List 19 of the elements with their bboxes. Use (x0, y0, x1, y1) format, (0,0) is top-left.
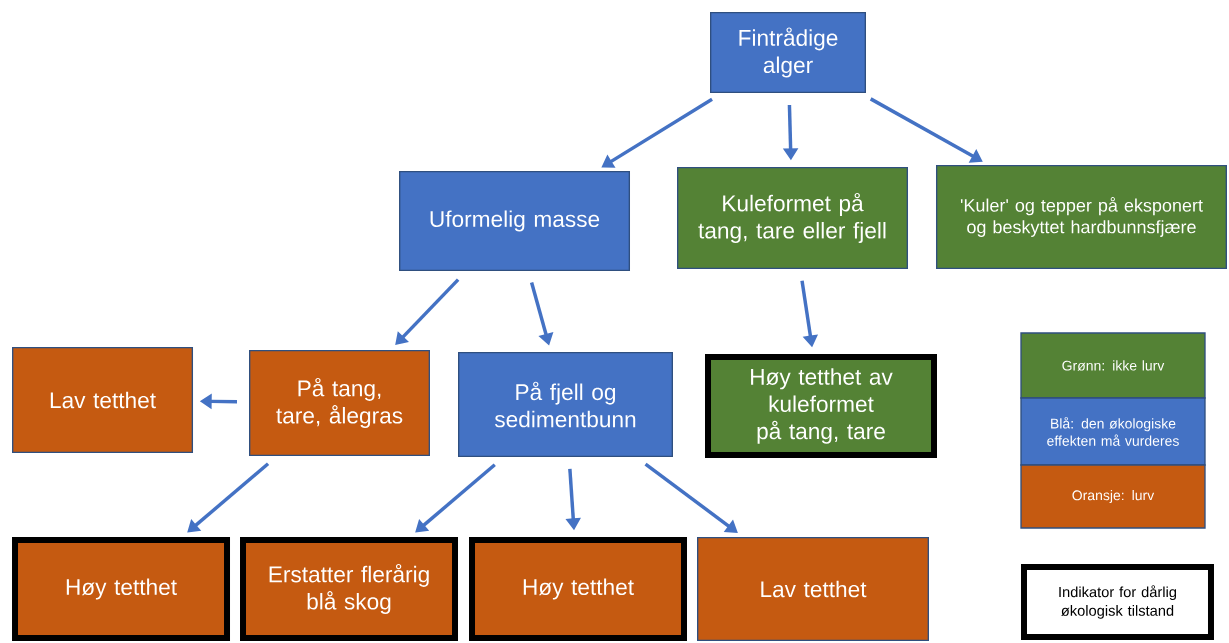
legend-text: Grønn: ikke lurv (1062, 360, 1165, 371)
process-box: Lav tetthet (12, 347, 193, 453)
indicator-box: Høy tetthet (12, 537, 230, 641)
arrow (187, 462, 270, 533)
indicator-box: Høy tetthet av kuleformet på tang, tare (705, 354, 937, 458)
process-box: Fintrådige alger (710, 12, 866, 93)
arrow (415, 463, 496, 533)
indicator-box: Høy tetthet (469, 537, 687, 641)
legend-text: Oransje: lurv (1072, 490, 1155, 504)
process-box: 'Kuler' og tepper på eksponert og beskyttet hardbunnsfjære (936, 165, 1227, 269)
legend-indicator-box: Indikator for dårlig økologisk tilstand (1021, 564, 1214, 640)
process-box: Lav tetthet (697, 537, 929, 641)
process-box: Uformelig masse (399, 171, 630, 271)
process-box: På tang, tare, ålegras (249, 350, 430, 456)
process-box: Kuleformet på tang, tare eller fjell (677, 167, 908, 269)
arrow (644, 462, 738, 533)
legend-text: Blå: den økologiske effekten må vurderes (1047, 417, 1179, 446)
indicator-box: Erstatter flerårig blå skog (240, 537, 458, 641)
process-box: På fjell og sedimentbunn (458, 352, 673, 457)
